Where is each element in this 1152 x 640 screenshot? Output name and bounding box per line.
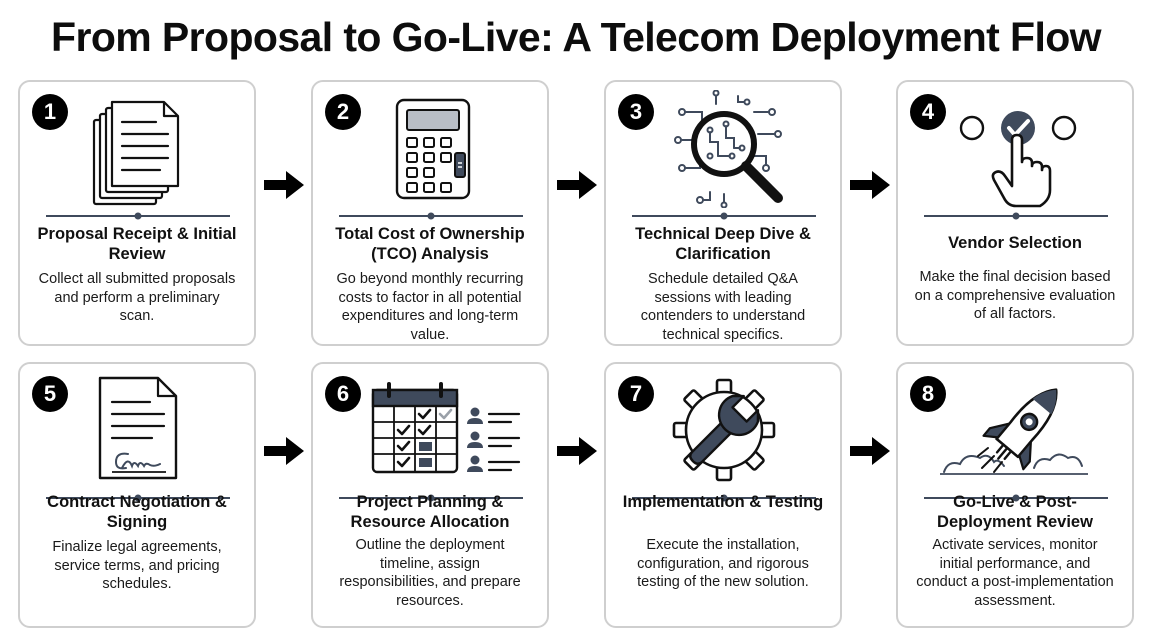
step-card-8: 8 Go-Live & Post-Deployment Review Activ… [896,362,1134,628]
step-number-badge: 7 [618,376,654,412]
step-number-badge: 5 [32,376,68,412]
step-card-5: 5 Contract Negotiation & Signing Finaliz… [18,362,256,628]
step-description: Activate services, monitor initial perfo… [916,537,1114,609]
step-description: Outline the deployment timeline, assign … [339,537,521,609]
divider [924,210,1108,222]
step-heading: Proposal Receipt & Initial Review [37,225,237,263]
divider [339,210,523,222]
flow-arrow [848,168,892,202]
step-number-badge: 2 [325,94,361,130]
step-description: Go beyond monthly recurring costs to fac… [336,271,524,343]
step-number-badge: 3 [618,94,654,130]
step-description: Schedule detailed Q&A sessions with lead… [640,271,806,343]
flow-arrow [262,434,306,468]
flow-arrow [848,434,892,468]
step-heading: Contract Negotiation & Signing [47,493,227,531]
divider [46,210,230,222]
documents-stack-icon [92,100,180,206]
step-description: Make the final decision based on a compr… [914,269,1116,322]
page-title: From Proposal to Go-Live: A Telecom Depl… [51,14,1102,60]
step-heading: Go-Live & Post-Deployment Review [937,493,1093,531]
step-card-7: 7 Implementation & Testing Execute the i… [604,362,842,628]
flow-arrow [555,168,599,202]
flow-arrow [262,168,306,202]
step-heading: Implementation & Testing [622,493,824,511]
step-heading: Vendor Selection [948,234,1082,252]
step-description: Collect all submitted proposals and perf… [38,271,236,324]
gear-wrench-icon [672,378,776,482]
step-card-2: 2 Total Cost of Ownership (TCO) Analysis… [311,80,549,346]
flow-arrow [555,434,599,468]
step-number-badge: 4 [910,94,946,130]
calculator-icon [395,98,471,200]
magnifier-circuit-icon [674,90,783,208]
step-number-badge: 8 [910,376,946,412]
step-card-6: 6 [311,362,549,628]
divider [632,210,816,222]
selection-checkmark-icon [959,111,1077,208]
step-description: Execute the installation, configuration,… [637,537,809,590]
step-description: Finalize legal agreements, service terms… [52,539,222,592]
step-card-4: 4 Vendor Selection Make the final decisi… [896,80,1134,346]
step-heading: Technical Deep Dive & Clarification [635,225,811,263]
step-card-3: 3 Technical Deep Dive & Clarification Sc… [604,80,842,346]
signed-contract-icon [98,376,178,480]
step-number-badge: 6 [325,376,361,412]
calendar-team-icon [371,382,521,474]
step-heading: Project Planning & Resource Allocation [350,493,510,531]
step-heading: Total Cost of Ownership (TCO) Analysis [335,225,525,263]
step-number-badge: 1 [32,94,68,130]
step-card-1: 1 Proposal Receipt & Initial Review Coll… [18,80,256,346]
rocket-launch-icon [940,388,1088,475]
